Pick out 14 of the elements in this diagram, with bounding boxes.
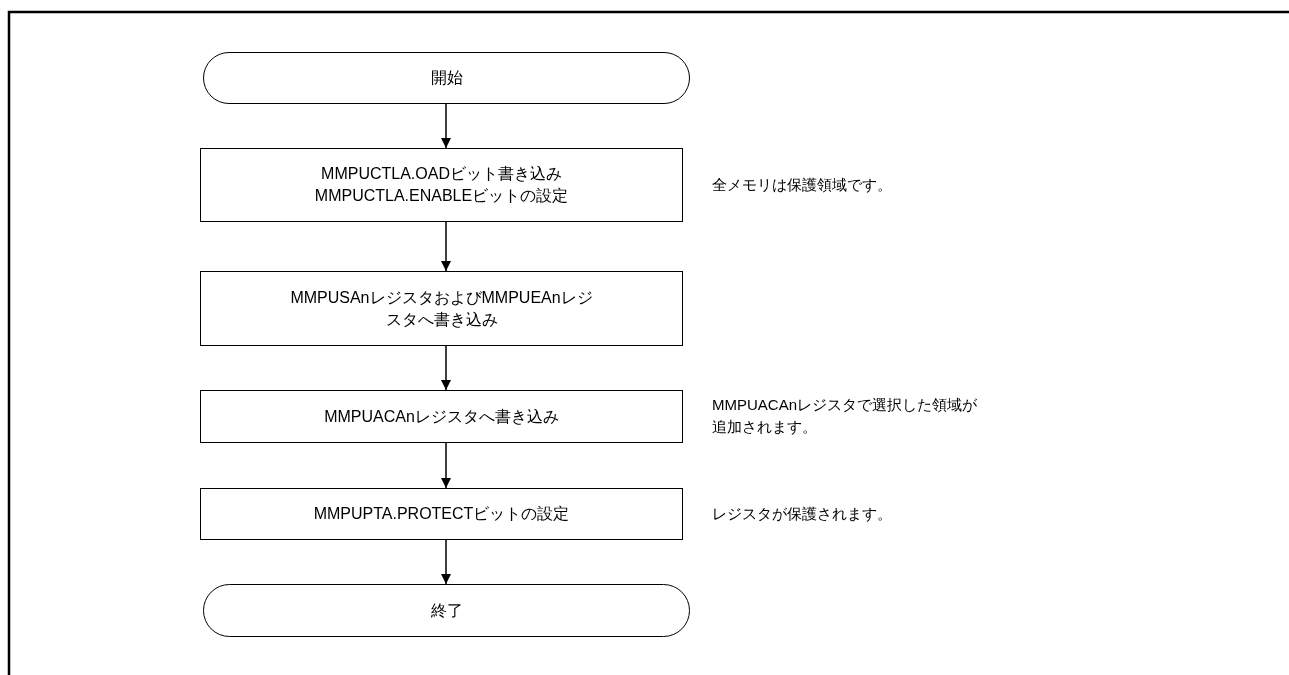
process-box: MMPUACAnレジスタへ書き込み [200, 390, 683, 443]
terminal-shape: 開始 [203, 52, 690, 104]
arrow [441, 103, 451, 149]
note-text: レジスタが保護されます。 [712, 504, 893, 524]
note-text: 全メモリは保護領域です。 [712, 175, 893, 195]
process-box: MMPUPTA.PROTECTビットの設定 [200, 488, 683, 540]
process-box: MMPUCTLA.OADビット書き込みMMPUCTLA.ENABLEビットの設定 [200, 148, 683, 222]
terminal-shape: 終了 [203, 584, 690, 637]
process-box: MMPUSAnレジスタおよびMMPUEAnレジスタへ書き込み [200, 271, 683, 346]
arrow [441, 345, 451, 391]
note-text: MMPUACAnレジスタで選択した領域が追加されます。 [712, 395, 978, 437]
arrow [441, 539, 451, 585]
arrow [441, 442, 451, 489]
arrow [441, 221, 451, 272]
